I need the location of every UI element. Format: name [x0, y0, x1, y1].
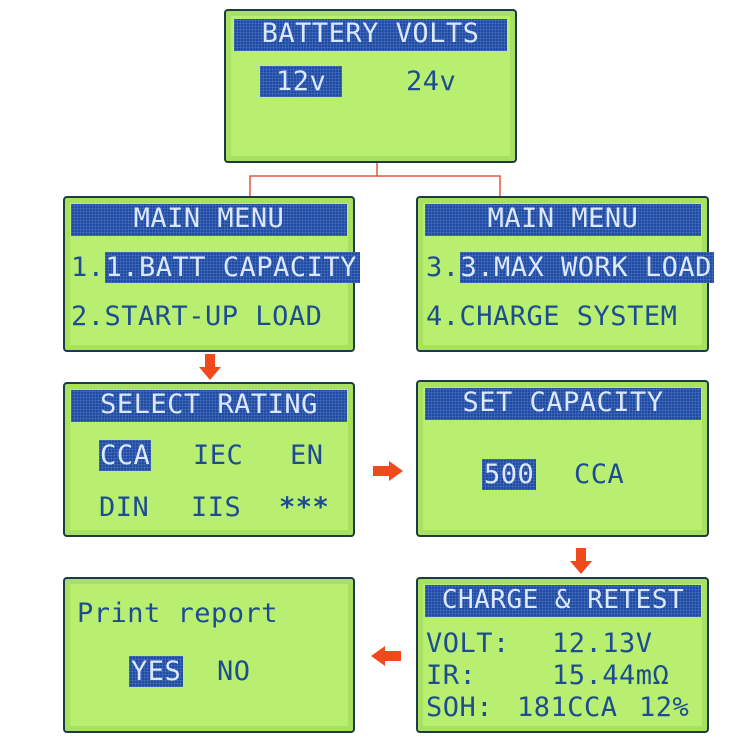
- screen-title: MAIN MENU: [71, 204, 347, 236]
- menu-item-batt-capacity[interactable]: 1.1.BATT CAPACITY: [71, 252, 360, 283]
- volt-value: 12.13V: [552, 628, 653, 659]
- option-12v[interactable]: 12v: [260, 66, 342, 97]
- arrow-left-icon: [371, 646, 401, 666]
- select-rating-screen: SELECT RATING CCA IEC EN DIN IIS ***: [63, 382, 355, 537]
- print-no-option[interactable]: NO: [217, 656, 251, 687]
- main-menu-left-screen: MAIN MENU 1.1.BATT CAPACITY 2.START-UP L…: [63, 196, 357, 352]
- arrow-down-icon: [570, 548, 592, 574]
- menu-item-max-work-load[interactable]: 3.3.MAX WORK LOAD: [426, 252, 712, 283]
- charge-retest-screen: CHARGE & RETEST VOLT: 12.13V IR: 15.44mΩ…: [416, 577, 709, 733]
- rating-option-din[interactable]: DIN: [99, 492, 150, 523]
- rating-option-more[interactable]: ***: [279, 492, 330, 523]
- menu-item-charge-system[interactable]: 4.CHARGE SYSTEM: [426, 301, 678, 332]
- main-menu-right-screen: MAIN MENU 3.3.MAX WORK LOAD 4.CHARGE SYS…: [416, 196, 712, 352]
- print-yes-option[interactable]: YES: [131, 656, 182, 687]
- rating-option-iec[interactable]: IEC: [193, 440, 244, 471]
- arrow-down-icon: [199, 354, 221, 380]
- screen-title: CHARGE & RETEST: [425, 585, 701, 617]
- screen-title: MAIN MENU: [425, 204, 701, 236]
- ir-value: 15.44mΩ: [552, 660, 670, 691]
- soh-label: SOH:: [426, 692, 494, 723]
- set-capacity-screen: SET CAPACITY 500 CCA: [416, 380, 709, 537]
- rating-option-cca[interactable]: CCA: [100, 440, 151, 471]
- battery-volts-screen: BATTERY VOLTS 12v 24v: [224, 9, 517, 163]
- capacity-unit: CCA: [574, 459, 625, 490]
- soh-percent: 12%: [639, 692, 690, 723]
- screen-title: SET CAPACITY: [425, 388, 701, 420]
- rating-option-en[interactable]: EN: [290, 440, 324, 471]
- volt-label: VOLT:: [426, 628, 510, 659]
- print-report-screen: Print report YES NO: [63, 577, 355, 733]
- print-report-title: Print report: [77, 598, 279, 629]
- capacity-value[interactable]: 500: [484, 459, 535, 490]
- arrow-right-icon: [373, 461, 403, 481]
- option-24v[interactable]: 24v: [406, 66, 457, 97]
- ir-label: IR:: [426, 660, 477, 691]
- menu-item-start-up-load[interactable]: 2.START-UP LOAD: [71, 301, 323, 332]
- screen-title: SELECT RATING: [71, 390, 347, 422]
- rating-option-iis[interactable]: IIS: [191, 492, 242, 523]
- soh-value: 181CCA: [517, 692, 618, 723]
- screen-title: BATTERY VOLTS: [234, 19, 507, 51]
